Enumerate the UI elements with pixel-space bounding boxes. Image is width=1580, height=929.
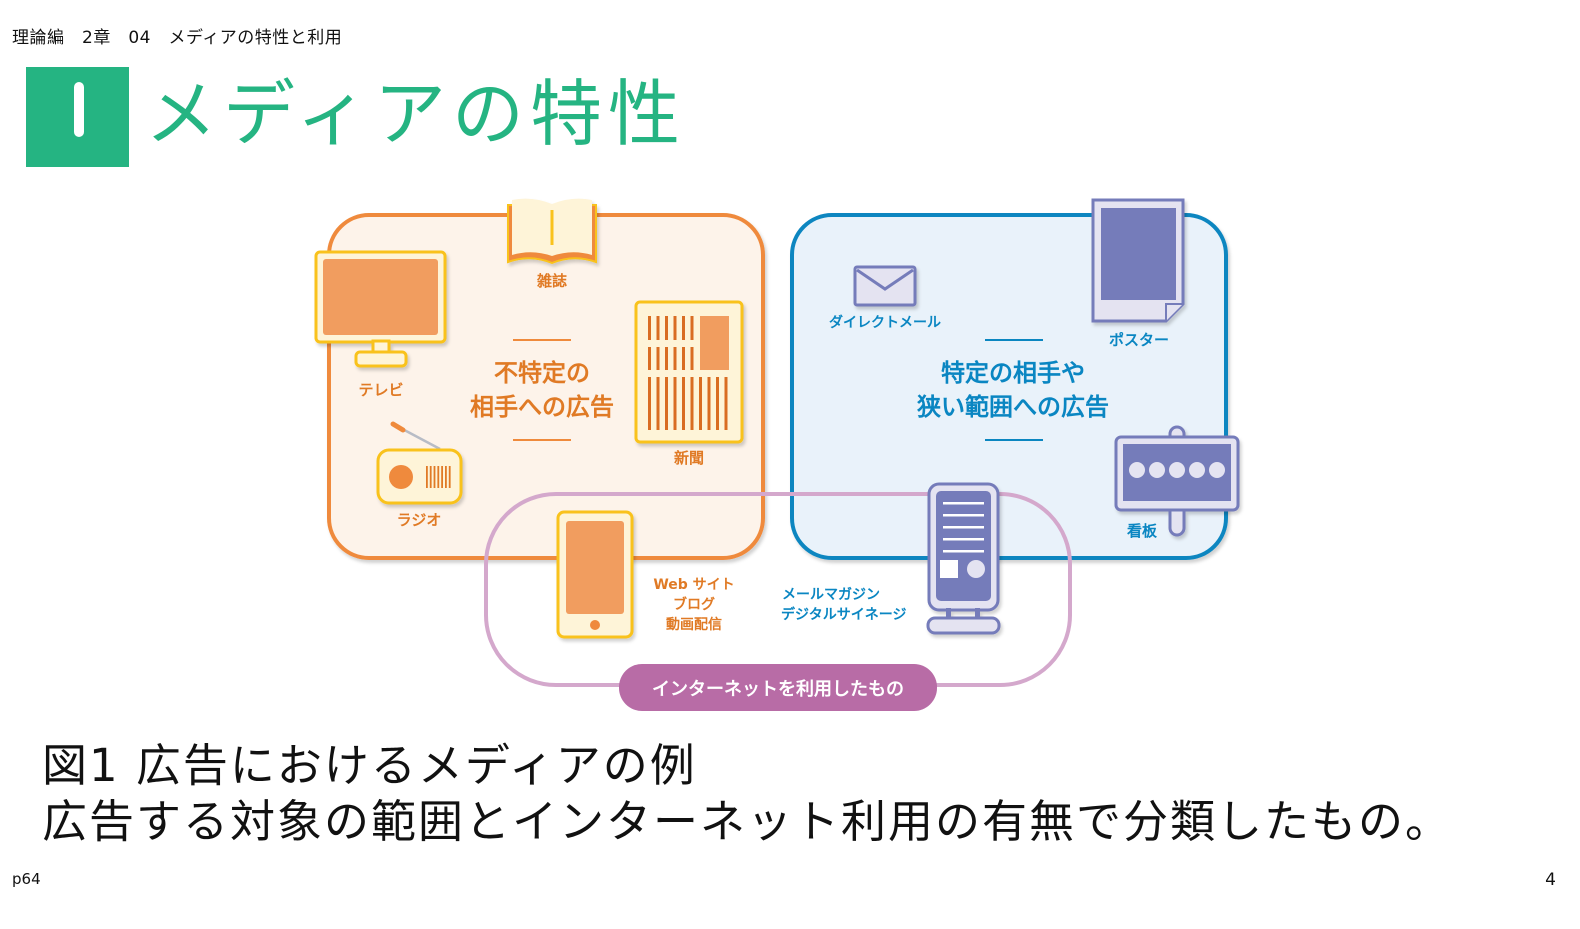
signage-text-line xyxy=(943,550,984,553)
radio-label: ラジオ xyxy=(397,511,442,529)
signboard-dot xyxy=(1169,462,1185,478)
newspaper-column-line xyxy=(656,347,660,370)
newspaper-column-line xyxy=(648,316,651,340)
newspaper-column-line xyxy=(673,377,677,430)
internet-badge xyxy=(619,664,937,711)
newspaper-column-line xyxy=(656,377,660,430)
signage-label-2: デジタルサイネージ xyxy=(781,606,906,623)
signage-text-line xyxy=(943,514,984,517)
magazine-icon xyxy=(507,198,597,265)
radio-grille-line xyxy=(437,466,440,488)
radio-grille-line xyxy=(433,466,436,488)
newspaper-column-line xyxy=(682,377,685,430)
page-reference: p64 xyxy=(12,870,41,888)
signboard-dot xyxy=(1189,462,1205,478)
caption-title: 図1 広告におけるメディアの例 xyxy=(42,739,697,792)
smartphone-icon xyxy=(556,510,634,639)
signage-text-line xyxy=(943,538,984,541)
newspaper-column-line xyxy=(690,347,694,370)
signboard-label: 看板 xyxy=(1127,522,1158,540)
newspaper-column-line xyxy=(716,377,719,430)
signboard-dot xyxy=(1129,462,1145,478)
digital-signage-icon xyxy=(926,482,1001,635)
mass-media-label-line1: 不特定の xyxy=(494,359,590,387)
breadcrumb: 理論編 2章 04 メディアの特性と利用 xyxy=(12,28,343,48)
newspaper-column-line xyxy=(665,347,668,370)
media-diagram: 不特定の 相手への広告 テレビ 雑誌 新聞 ラジオ 特定の相手や 狭い範囲への広 xyxy=(314,198,1240,711)
page-title: メディアの特性 xyxy=(145,72,686,156)
section-number-glyph xyxy=(74,82,84,137)
newspaper-column-line xyxy=(707,377,711,430)
radio-grille-line xyxy=(429,466,432,488)
newspaper-column-line xyxy=(690,316,694,340)
internet-badge-label: インターネットを利用したもの xyxy=(652,678,904,700)
signboard-icon xyxy=(1114,425,1240,537)
radio-grille-line xyxy=(426,466,428,488)
newspaper-column-line xyxy=(673,316,677,340)
poster-label: ポスター xyxy=(1109,331,1169,349)
smartphone-label-1: Web サイト xyxy=(653,577,734,593)
figure-caption: 図1 広告におけるメディアの例 広告する対象の範囲とインターネット利用の有無で分… xyxy=(42,738,1452,850)
smartphone-label-3: 動画配信 xyxy=(666,616,722,633)
mail-icon xyxy=(853,265,917,307)
signage-text-line xyxy=(943,502,984,505)
targeted-media-label-line1: 特定の相手や xyxy=(941,359,1085,387)
newspaper-column-line xyxy=(648,377,651,430)
tv-icon xyxy=(314,250,447,368)
newspaper-column-line xyxy=(665,316,668,340)
newspaper-column-line xyxy=(724,377,728,430)
radio-grille-line xyxy=(448,466,451,488)
mass-media-label-line2: 相手への広告 xyxy=(470,393,614,421)
caption-description: 広告する対象の範囲とインターネット利用の有無で分類したもの。 xyxy=(42,795,1453,848)
tv-label: テレビ xyxy=(358,381,403,399)
signage-label-1: メールマガジン xyxy=(782,587,880,603)
radio-grille-line xyxy=(445,466,447,488)
newspaper-column-line xyxy=(673,347,677,370)
magazine-label: 雑誌 xyxy=(536,272,567,290)
slide-number: 4 xyxy=(1545,870,1556,890)
poster-icon xyxy=(1091,198,1185,323)
newspaper-column-line xyxy=(690,377,694,430)
newspaper-label: 新聞 xyxy=(674,449,704,467)
targeted-media-label-line2: 狭い範囲への広告 xyxy=(916,393,1109,421)
newspaper-column-line xyxy=(665,377,668,430)
signboard-dot xyxy=(1209,462,1225,478)
radio-grille-line xyxy=(441,466,443,488)
section-number-badge xyxy=(26,67,129,167)
newspaper-column-line xyxy=(682,347,685,370)
signage-text-line xyxy=(943,526,984,529)
newspaper-column-line xyxy=(699,377,702,430)
newspaper-column-line xyxy=(682,316,685,340)
signboard-dot xyxy=(1149,462,1165,478)
radio-icon xyxy=(376,421,463,505)
newspaper-icon xyxy=(634,300,744,444)
newspaper-column-line xyxy=(656,316,660,340)
mail-label: ダイレクトメール xyxy=(829,314,941,331)
smartphone-label-2: ブログ xyxy=(673,596,715,613)
newspaper-column-line xyxy=(648,347,651,370)
